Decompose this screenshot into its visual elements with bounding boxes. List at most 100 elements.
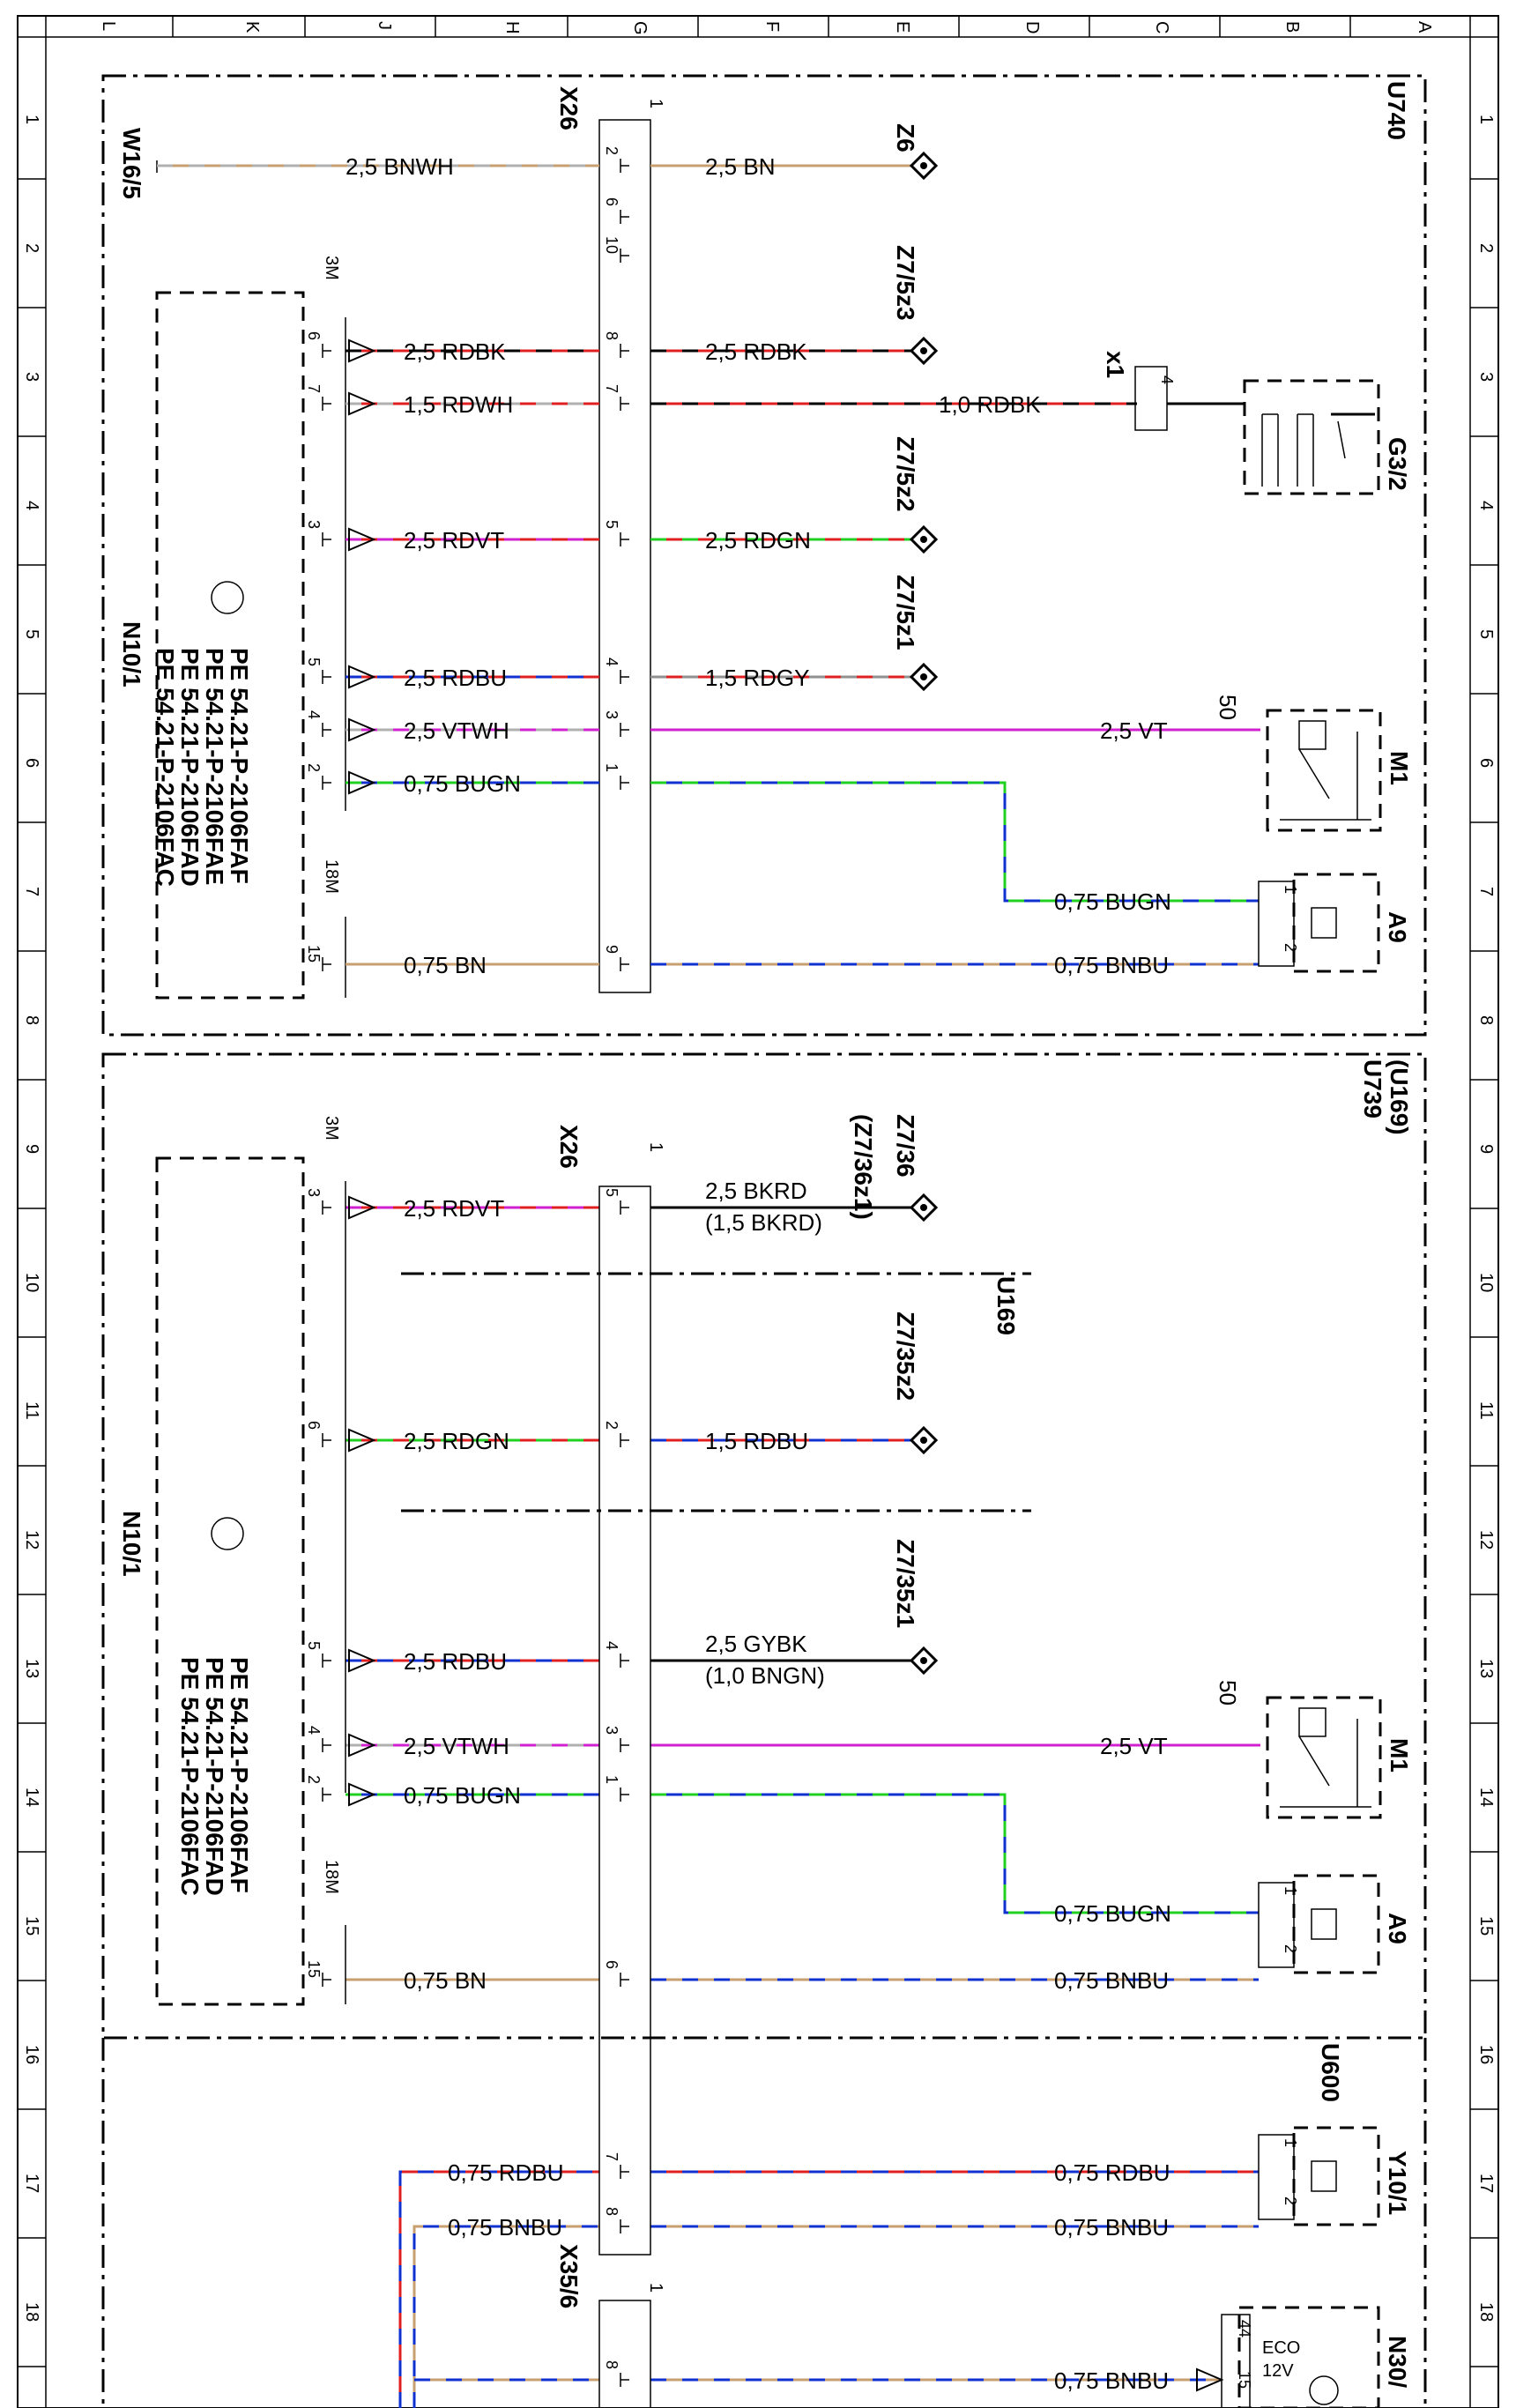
x26-mid-pin-m5-num: 1 (603, 1775, 621, 1784)
a9-pin2-top: 2 (1282, 943, 1299, 952)
n30-pin44: 44 (1236, 2320, 1253, 2337)
a9-connector-mid (1258, 1882, 1295, 1968)
m3-right-label: 2,5 GYBK (705, 1631, 807, 1657)
pe-ref-top-2: PE 54.21-P-2106FAE (201, 648, 228, 885)
m5-right-label: 0,75 BUGN (1054, 1900, 1171, 1927)
x1-pin: 4 (1158, 375, 1176, 384)
m1-label-top: M1 (1386, 751, 1413, 785)
x26-mid-pin-m4-num: 3 (603, 1726, 621, 1735)
w1-left-label: 2,5 BNWH (346, 153, 454, 180)
col-label: A (1415, 21, 1434, 33)
col-label: H (502, 21, 522, 33)
x26-bot-pin8 (620, 2219, 629, 2233)
col-label: K (242, 21, 262, 33)
row-label-right: 7 (1476, 887, 1496, 896)
n10-mid-pin-m3 (322, 1654, 331, 1668)
w7-right-label: 0,75 BUGN (1054, 888, 1171, 915)
n10-top-pin-arrow-w3 (348, 391, 376, 416)
a9-label-top: A9 (1384, 911, 1411, 943)
x1-connector (1134, 366, 1168, 431)
n10-mid-pin-m2 (322, 1433, 331, 1447)
x35-6-pin8 (620, 2373, 629, 2387)
m4-left-label: 2,5 VTWH (404, 1733, 509, 1759)
x26-mid-pin-m5 (620, 1787, 629, 1802)
b3-right-label: 0,75 BNBU (1054, 2367, 1169, 2394)
col-label: D (1022, 21, 1042, 33)
g3-2-sensor-icon (1261, 413, 1352, 487)
m1-relay-coil-top (1298, 720, 1326, 750)
n10-top-pin-w7-num: 2 (305, 763, 323, 772)
n10-mid-pin-m1 (322, 1200, 331, 1215)
y10-pin1: 1 (1282, 2138, 1299, 2147)
x1-label: x1 (1102, 351, 1129, 378)
m1-box-top (1266, 709, 1382, 832)
m1-pin50-top: 50 (1215, 695, 1241, 720)
x26-top-pin-w3 (620, 397, 629, 411)
n10-top-pin-w3-num: 7 (305, 384, 323, 393)
x26-top-pin-w4-num: 5 (603, 520, 621, 529)
row-label-right: 5 (1476, 629, 1496, 639)
n10-mid-pin-arrow-m2 (348, 1428, 376, 1453)
section-u600-boundary (101, 2038, 1427, 2408)
x26-top-pin-w6 (620, 723, 629, 737)
row-label-right: 17 (1476, 2174, 1496, 2193)
n10-mid-pin-arrow-m4 (348, 1733, 376, 1758)
x26-mid-pin6 (620, 1973, 629, 1987)
n10-top-pin-w5-num: 5 (305, 658, 323, 666)
w8-right-label: 0,75 BNBU (1054, 952, 1169, 978)
m2-left-label: 2,5 RDGN (404, 1428, 509, 1454)
z7-35z1-splice-icon-dot (920, 1657, 927, 1664)
row-label-right: 4 (1476, 501, 1496, 510)
m3-right-alt-label: (1,0 BNGN) (705, 1662, 825, 1689)
x26-mid-pin-m2-num: 2 (603, 1421, 621, 1430)
section-id-u739: U739 (1359, 1059, 1386, 1119)
z7-5z1-splice-icon-dot (920, 673, 927, 680)
g3-2-label: G3/2 (1384, 437, 1411, 491)
n10-top-pin15 (322, 957, 331, 971)
n10-mid-pin-arrow-m5 (348, 1782, 376, 1807)
row-label-left: 10 (22, 1273, 41, 1292)
n10-top-pin-w4 (322, 532, 331, 546)
b2-left-label: 0,75 BNBU (448, 2214, 562, 2241)
x35-6-pin8-num: 8 (603, 2360, 621, 2369)
n10-1-label-mid: N10/1 (118, 1511, 145, 1577)
row-label-left: 12 (22, 1530, 41, 1550)
row-label-left: 15 (22, 1916, 41, 1936)
x35-6-connector (598, 2300, 651, 2408)
col-label: C (1152, 21, 1171, 33)
z7-5z1-label: Z7/5z1 (892, 575, 919, 650)
row-label-left: 13 (22, 1659, 41, 1678)
x26-top-pin10 (620, 249, 629, 263)
n10-mid-pin-m2-num: 6 (305, 1421, 323, 1430)
x26-label-mid: X26 (555, 1125, 583, 1169)
n10-top-pin-w6-num: 4 (305, 710, 323, 719)
n10-1-label-top: N10/1 (118, 621, 145, 687)
m4-right-label: 2,5 VT (1100, 1733, 1168, 1759)
n30-box (1237, 2306, 1380, 2408)
row-label-right: 3 (1476, 372, 1496, 382)
n10-top-pin-w7 (322, 776, 331, 790)
diagnosis-icon-mid (211, 1517, 244, 1550)
n10-mid-pin15-num: 15 (305, 1960, 323, 1978)
z7-5z3-splice-icon-dot (920, 347, 927, 354)
x26-mid-pin6-num: 6 (603, 1960, 621, 1969)
x26-label-top: X26 (555, 86, 583, 130)
x26-mid-pin-m3 (620, 1654, 629, 1668)
wire-b2-left (412, 2225, 599, 2408)
a9-pin1-top: 1 (1282, 885, 1299, 894)
m6-right-label: 0,75 BNBU (1054, 1967, 1169, 1994)
n10-mid-pin-m4 (322, 1738, 331, 1752)
m1-right-label: 2,5 BKRD (705, 1178, 807, 1204)
n10-1-module-top (155, 291, 305, 1000)
a9-pin1-mid: 1 (1282, 1886, 1299, 1895)
z7-36-splice-icon-dot (920, 1204, 927, 1211)
n10-top-pin-w2 (322, 344, 331, 358)
a9-connector-top (1258, 881, 1295, 967)
n10-top-pin-arrow-w6 (348, 717, 376, 742)
x26-top-pin-w2-num: 8 (603, 331, 621, 340)
n30-12v-label: 12V (1262, 2361, 1294, 2381)
x26-top-pin9-num: 9 (603, 945, 621, 954)
x35-6-label: X35/6 (555, 2244, 583, 2308)
